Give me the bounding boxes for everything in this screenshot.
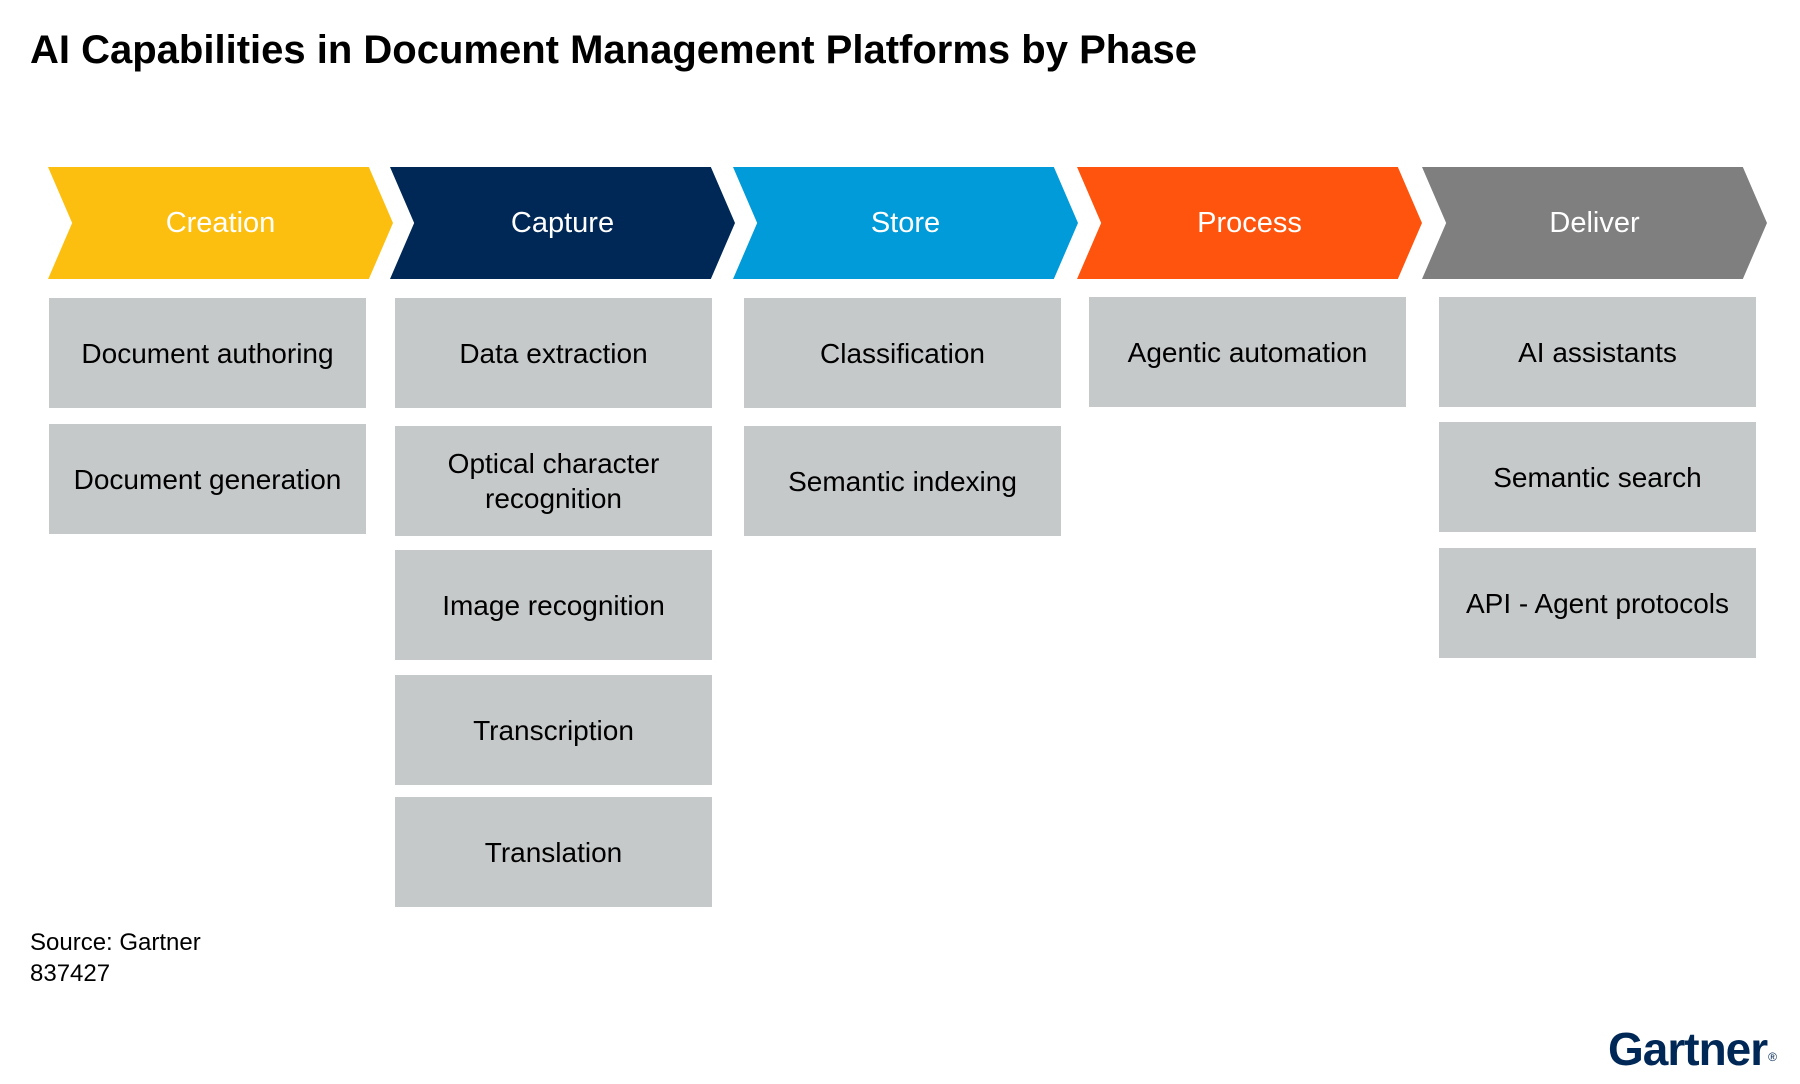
capability-label: AI assistants	[1518, 336, 1677, 368]
phase-store: Store	[733, 167, 1078, 279]
capability-card: API - Agent protocols	[1439, 548, 1756, 658]
phase-creation: Creation	[48, 167, 393, 279]
gartner-logo: Gartner®	[1607, 1022, 1777, 1084]
capability-label: Image recognition	[442, 589, 665, 621]
capability-label: Semantic indexing	[788, 465, 1017, 497]
capability-card: Data extraction	[395, 298, 712, 408]
capability-label: API - Agent protocols	[1465, 587, 1730, 619]
capability-label: Translation	[484, 836, 623, 868]
capability-card: Semantic indexing	[744, 426, 1061, 536]
capability-card: Image recognition	[395, 550, 712, 660]
logo-text: Gartner	[1607, 1023, 1768, 1075]
phase-capture: Capture	[390, 167, 735, 279]
source-note: Source: Gartner 837427	[30, 927, 201, 989]
document-id: 837427	[30, 960, 111, 987]
capability-label: Document generation	[73, 463, 342, 495]
phase-label: Store	[870, 206, 941, 239]
capability-label: Agentic automation	[1127, 336, 1368, 368]
registered-mark: ®	[1768, 1050, 1777, 1064]
capability-label: Document authoring	[81, 337, 334, 369]
capability-card: Document generation	[49, 424, 366, 534]
phase-label: Capture	[510, 206, 615, 239]
page-title: AI Capabilities in Document Management P…	[30, 28, 1197, 72]
capability-card: Document authoring	[49, 298, 366, 408]
capability-card: Optical character recognition	[395, 426, 712, 536]
source-text: Source: Gartner	[30, 929, 201, 956]
capability-card: Classification	[744, 298, 1061, 408]
capability-card: Translation	[395, 797, 712, 907]
phase-deliver: Deliver	[1422, 167, 1767, 279]
capability-label: Data extraction	[459, 337, 648, 369]
phase-process: Process	[1077, 167, 1422, 279]
capability-card: Semantic search	[1439, 422, 1756, 532]
capability-card: Transcription	[395, 675, 712, 785]
capability-label: Classification	[820, 337, 985, 369]
capability-label: Optical character recognition	[447, 448, 660, 514]
phase-label: Deliver	[1549, 206, 1640, 239]
phase-label: Creation	[165, 206, 276, 239]
capability-label: Transcription	[473, 714, 634, 746]
capability-label: Semantic search	[1493, 461, 1702, 493]
capability-card: Agentic automation	[1089, 297, 1406, 407]
phase-label: Process	[1197, 206, 1302, 239]
capability-card: AI assistants	[1439, 297, 1756, 407]
